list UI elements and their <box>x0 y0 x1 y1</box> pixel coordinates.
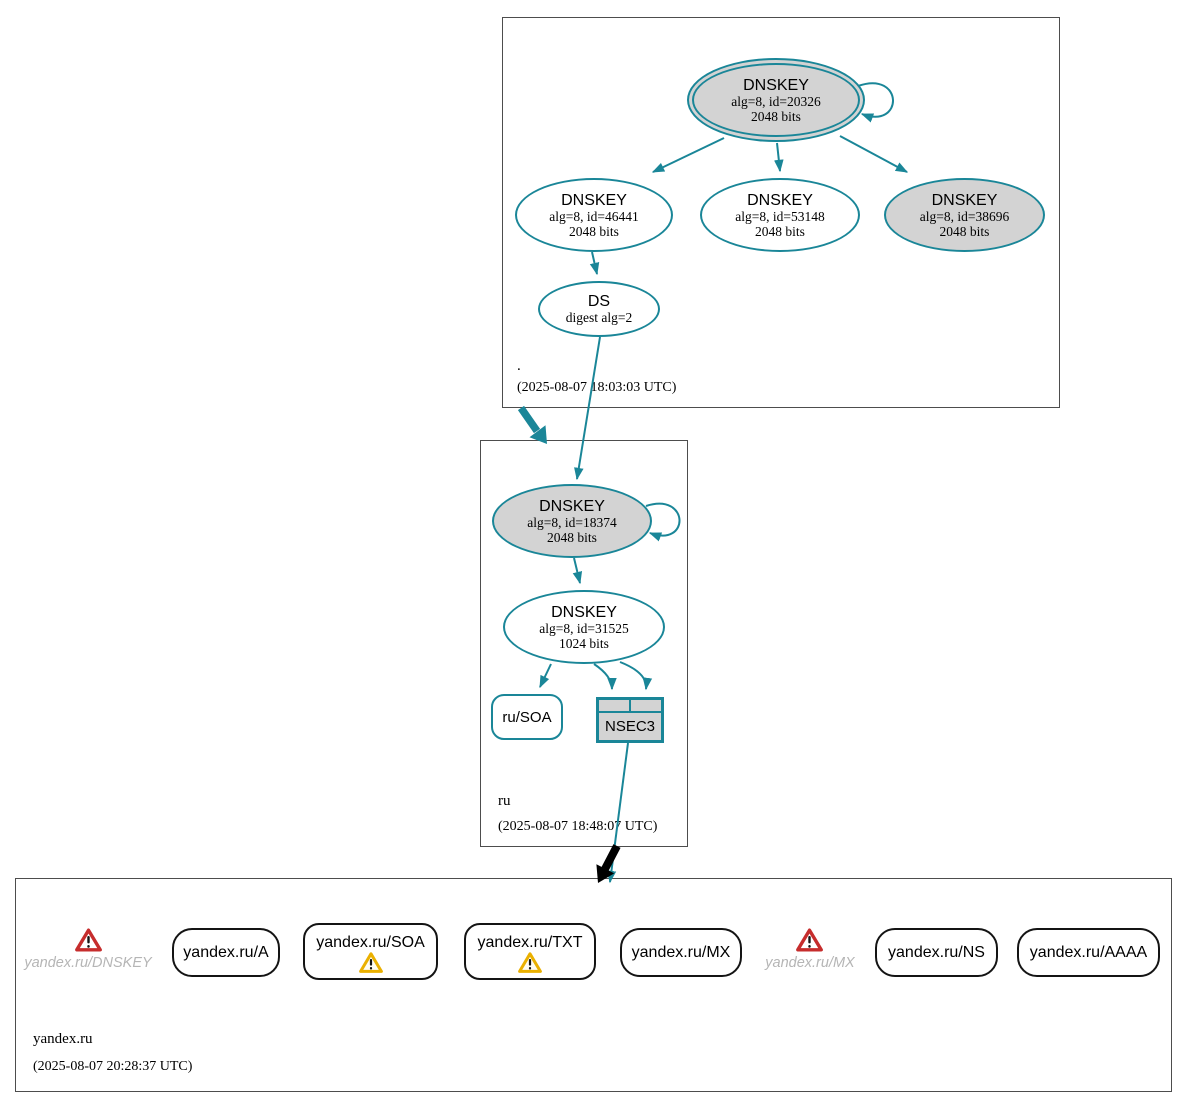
node-title: DNSKEY <box>747 191 813 209</box>
edge-delegation-root-ru-head <box>529 425 547 444</box>
node-title: DS <box>587 293 611 310</box>
node-title: DNSKEY <box>539 497 605 515</box>
edge-zsk46441-to-ds <box>589 251 600 276</box>
node-detail: alg=8, id=31525 <box>539 620 629 636</box>
node-ru-soa: ru/SOA <box>491 694 563 740</box>
node-detail: 2048 bits <box>751 108 801 124</box>
node-detail: alg=8, id=18374 <box>527 514 617 530</box>
rrset-yandex-mx-missing: yandex.ru/MX <box>765 955 855 971</box>
error-icon <box>75 928 102 952</box>
zone-box-yandex: yandex.ru (2025-08-07 20:28:37 UTC) <box>15 878 1172 1092</box>
edge-rootksk-selfloop <box>857 82 894 123</box>
rrset-yandex-a: yandex.ru/A <box>172 928 280 977</box>
node-detail: alg=8, id=46441 <box>549 208 639 224</box>
warning-icon <box>518 951 542 973</box>
edge-ruzsk-to-nsec3-a <box>593 663 617 691</box>
zone-label-root: . <box>517 358 521 374</box>
node-detail: alg=8, id=53148 <box>735 208 825 224</box>
node-title: DNSKEY <box>931 191 998 209</box>
rrset-label: yandex.ru/A <box>183 943 269 961</box>
node-detail: 1024 bits <box>559 635 609 651</box>
edge-delegation-ru-yandex-shaft <box>601 844 621 871</box>
rrset-yandex-ns: yandex.ru/NS <box>875 928 998 977</box>
edge-ruksk-to-ruzsk <box>572 557 583 585</box>
node-root-ds: DS digest alg=2 <box>538 281 660 337</box>
nsec3-cell <box>599 700 629 711</box>
rrset-label: yandex.ru/AAAA <box>1029 943 1148 961</box>
edge-delegation-root-ru-shaft <box>517 405 541 434</box>
node-label: ru/SOA <box>502 708 552 726</box>
node-root-ksk-20326-inner: DNSKEY alg=8, id=20326 2048 bits <box>692 63 860 137</box>
node-title: DNSKEY <box>743 76 809 94</box>
rrset-label: yandex.ru/MX <box>631 943 731 961</box>
rrset-label: yandex.ru/NS <box>888 943 985 961</box>
node-title: DNSKEY <box>561 191 627 209</box>
node-title: DNSKEY <box>551 603 617 621</box>
nsec3-label: NSEC3 <box>599 713 661 740</box>
edge-ruksk-selfloop <box>645 502 681 542</box>
node-detail: 2048 bits <box>547 529 597 545</box>
rrset-label: yandex.ru/SOA <box>316 933 425 951</box>
node-root-zsk-53148: DNSKEY alg=8, id=53148 2048 bits <box>700 178 860 252</box>
node-detail: digest alg=2 <box>565 310 633 325</box>
edge-rootksk-to-zsk38696 <box>839 135 909 173</box>
edge-delegation-ru-yandex-head <box>596 864 615 883</box>
node-root-ksk-20326: DNSKEY alg=8, id=20326 2048 bits <box>687 58 865 142</box>
rrset-yandex-soa: yandex.ru/SOA <box>303 923 438 980</box>
rrset-label: yandex.ru/TXT <box>477 933 583 951</box>
node-ru-nsec3: NSEC3 <box>596 697 664 743</box>
edge-rootksk-to-zsk46441 <box>651 137 725 173</box>
node-ru-zsk-31525: DNSKEY alg=8, id=31525 1024 bits <box>503 590 665 664</box>
node-root-zsk-46441: DNSKEY alg=8, id=46441 2048 bits <box>515 178 673 252</box>
nsec3-cell <box>631 700 661 711</box>
warning-icon <box>358 951 383 973</box>
rrset-yandex-aaaa: yandex.ru/AAAA <box>1017 928 1160 977</box>
rrset-yandex-mx: yandex.ru/MX <box>620 928 742 977</box>
node-root-zsk-38696: DNSKEY alg=8, id=38696 2048 bits <box>884 178 1045 252</box>
node-detail: 2048 bits <box>755 223 805 239</box>
error-icon <box>796 928 823 952</box>
node-detail: 2048 bits <box>939 223 990 239</box>
node-detail: 2048 bits <box>569 223 619 239</box>
edge-rootksk-to-zsk53148 <box>774 142 784 173</box>
edge-ruzsk-to-rusoa <box>539 663 552 689</box>
node-detail: alg=8, id=20326 <box>731 93 821 109</box>
rrset-yandex-dnskey-missing: yandex.ru/DNSKEY <box>24 955 152 971</box>
zone-label-yandex: yandex.ru <box>33 1031 93 1047</box>
edge-ruzsk-to-nsec3-b <box>619 661 653 691</box>
node-ru-ksk-18374: DNSKEY alg=8, id=18374 2048 bits <box>492 484 652 558</box>
edge-ds-to-ruksk <box>574 336 601 481</box>
node-detail: alg=8, id=38696 <box>919 208 1010 224</box>
zone-label-ru: ru <box>498 793 511 809</box>
rrset-yandex-txt: yandex.ru/TXT <box>464 923 596 980</box>
zone-timestamp-root: (2025-08-07 18:03:03 UTC) <box>517 380 677 395</box>
zone-timestamp-yandex: (2025-08-07 20:28:37 UTC) <box>33 1059 193 1074</box>
